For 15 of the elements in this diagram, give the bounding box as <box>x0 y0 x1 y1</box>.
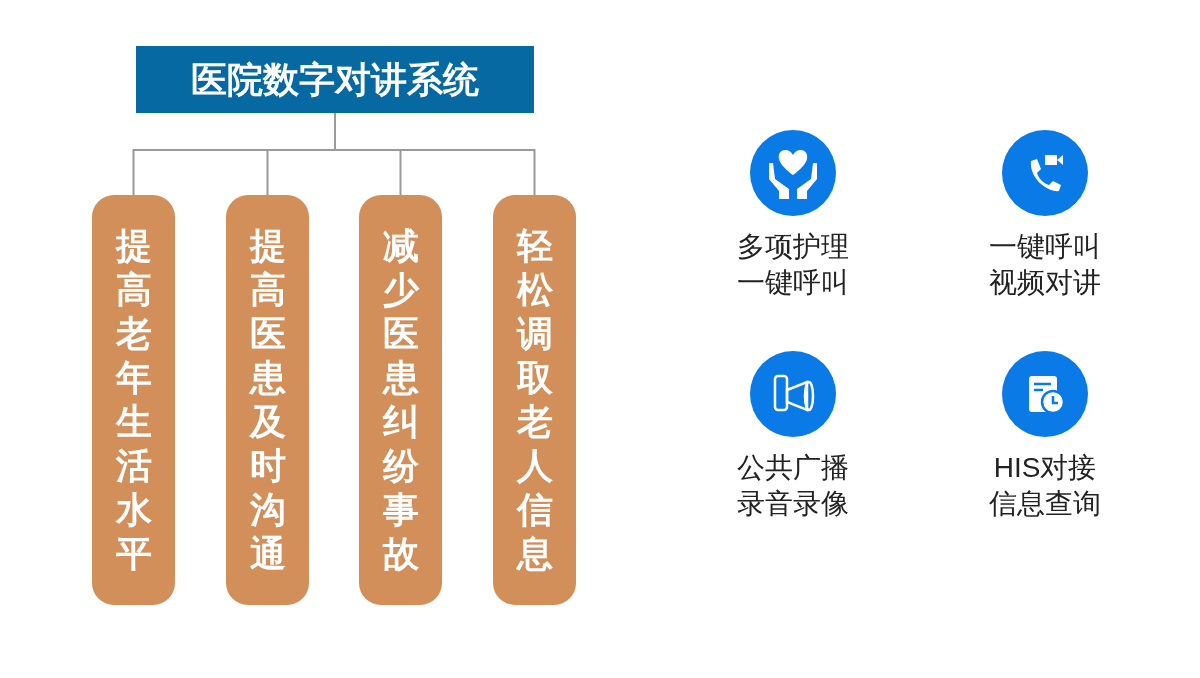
feature-caption: HIS对接信息查询 <box>988 451 1102 522</box>
goal-pill <box>226 195 309 605</box>
goal-text: 减少医患纠纷事故 <box>382 224 419 576</box>
title-box <box>136 46 534 113</box>
feature-caption: 一键呼叫视频对讲 <box>988 230 1102 301</box>
goal-pill <box>493 195 576 605</box>
goal-pill <box>359 195 442 605</box>
goal-text: 提高医患及时沟通 <box>249 224 286 576</box>
feature-caption: 多项护理一键呼叫 <box>736 230 850 301</box>
goal-pill <box>92 195 175 605</box>
goal-text: 提高老年生活水平 <box>115 224 152 576</box>
title-text: 医院数字对讲系统 <box>191 57 479 102</box>
feature-caption: 公共广播录音录像 <box>736 451 850 522</box>
goal-text: 轻松调取老人信息 <box>516 224 553 576</box>
connector-line <box>334 112 536 196</box>
